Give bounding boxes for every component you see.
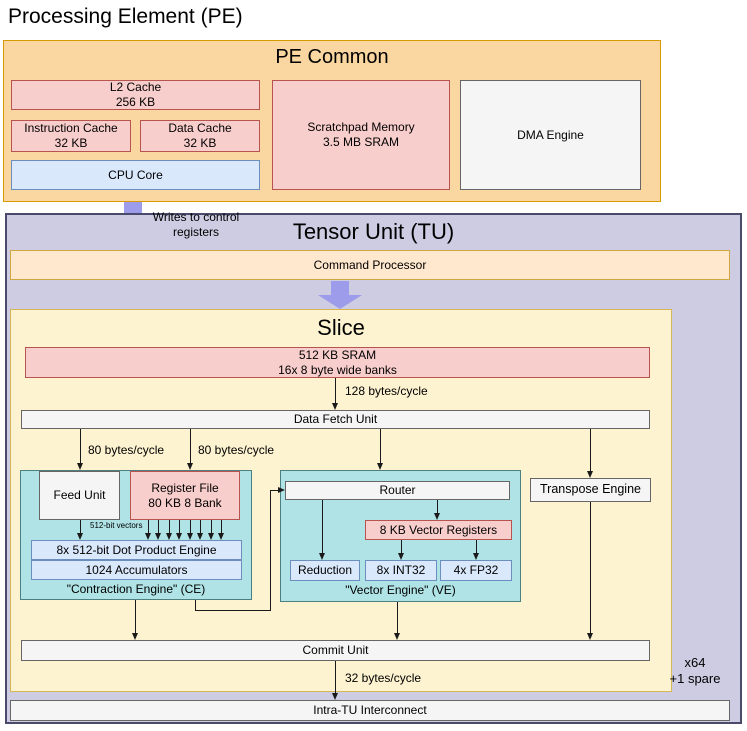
router-to-reduction-arrow <box>317 500 326 560</box>
contraction-engine-caption: "Contraction Engine" (CE) <box>66 582 206 596</box>
transpose-to-commit-arrow <box>585 502 594 640</box>
vr-to-fp32-arrow <box>471 540 480 560</box>
rf-arrow-7 <box>206 520 215 540</box>
vr-to-int32-arrow <box>396 540 405 560</box>
slice-sram-box: 512 KB SRAM 16x 8 byte wide banks <box>25 347 650 378</box>
tensor-unit-title: Tensor Unit (TU) <box>292 219 455 244</box>
sram-to-dfu-arrow <box>330 378 339 410</box>
bw-32-label: 32 bytes/cycle <box>345 671 422 685</box>
l2-cache-box: L2 Cache 256 KB <box>11 80 260 110</box>
page-title: Processing Element (PE) <box>8 5 243 28</box>
ve-to-commit-arrow <box>392 602 401 640</box>
cp-to-slice-arrow-shaft <box>331 281 349 295</box>
cpu-core-box: CPU Core <box>11 160 260 190</box>
int32-box: 8x INT32 <box>365 560 437 581</box>
feed-unit-box: Feed Unit <box>39 471 120 520</box>
vector-engine-caption: "Vector Engine" (VE) <box>345 583 456 597</box>
scratchpad-memory-box: Scratchpad Memory 3.5 MB SRAM <box>272 80 450 190</box>
transpose-engine-box: Transpose Engine <box>530 478 651 502</box>
bw-80-left-label: 80 bytes/cycle <box>88 443 165 457</box>
rf-arrow-3 <box>164 520 173 540</box>
dfu-to-ce-arrow-left <box>75 429 84 470</box>
bw-128-label: 128 bytes/cycle <box>345 384 428 398</box>
multiplicity-label: x64 +1 spare <box>669 655 721 686</box>
ce-feedback-seg2 <box>195 610 271 612</box>
dfu-to-ve-arrow <box>375 429 384 470</box>
register-file-box: Register File 80 KB 8 Bank <box>130 471 240 520</box>
vectors-512bit-label: 512-bit vectors <box>90 521 143 530</box>
commit-unit-box: Commit Unit <box>21 640 650 661</box>
dma-engine-box: DMA Engine <box>460 80 641 190</box>
writes-to-control-registers-label: Writes to control registers <box>152 210 240 239</box>
accumulators-box: 1024 Accumulators <box>31 560 242 580</box>
rf-arrow-8 <box>216 520 225 540</box>
rf-arrow-1 <box>143 520 152 540</box>
data-cache-box: Data Cache 32 KB <box>140 120 260 152</box>
intra-tu-interconnect-box: Intra-TU Interconnect <box>10 700 730 721</box>
rf-arrow-2 <box>153 520 162 540</box>
feed-unit-to-dpe-arrow <box>75 520 84 540</box>
fp32-box: 4x FP32 <box>440 560 512 581</box>
cp-to-slice-arrow-head <box>318 295 362 309</box>
vector-registers-box: 8 KB Vector Registers <box>365 520 512 540</box>
router-box: Router <box>285 481 510 500</box>
data-fetch-unit-box: Data Fetch Unit <box>21 410 650 429</box>
rf-arrow-4 <box>174 520 183 540</box>
dot-product-engine-box: 8x 512-bit Dot Product Engine <box>31 540 242 560</box>
dfu-to-ce-arrow-right <box>185 429 194 470</box>
command-processor-box: Command Processor <box>10 250 730 280</box>
ce-feedback-seg1 <box>195 600 197 611</box>
rf-arrow-5 <box>185 520 194 540</box>
slice-title: Slice <box>317 315 365 340</box>
instruction-cache-box: Instruction Cache 32 KB <box>11 120 131 152</box>
router-to-vr-arrow <box>432 500 441 520</box>
rf-arrow-6 <box>195 520 204 540</box>
ce-feedback-seg3 <box>270 490 272 611</box>
reduction-box: Reduction <box>290 560 360 581</box>
dfu-to-transpose-arrow <box>585 429 594 478</box>
ce-feedback-arrow <box>270 485 285 494</box>
pe-common-title: PE Common <box>275 46 389 68</box>
ce-to-commit-arrow <box>130 600 139 640</box>
bw-80-right-label: 80 bytes/cycle <box>198 443 275 457</box>
commit-to-interconnect-arrow <box>330 661 339 700</box>
